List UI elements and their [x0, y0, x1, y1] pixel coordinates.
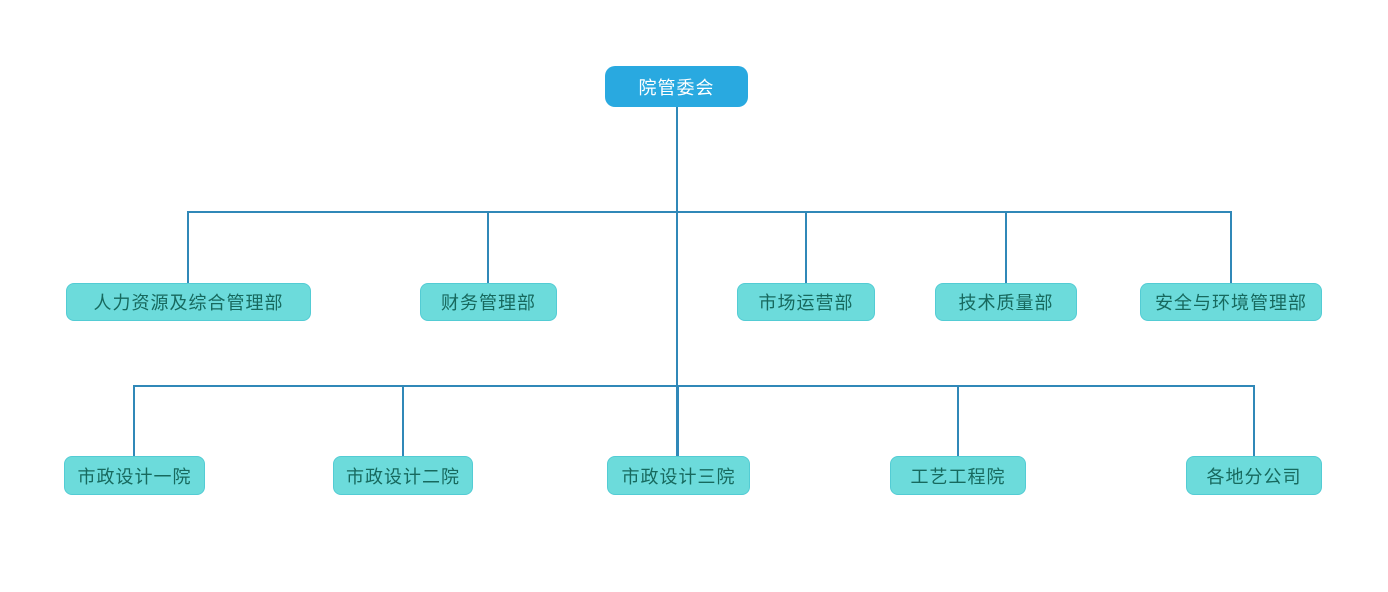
connector-drop-l2-2	[487, 211, 489, 283]
node-municipal-design-institute-3[interactable]: 市政设计三院	[607, 456, 750, 495]
node-root[interactable]: 院管委会	[605, 66, 748, 107]
node-branch-companies[interactable]: 各地分公司	[1186, 456, 1322, 495]
node-municipal-design-institute-2[interactable]: 市政设计二院	[333, 456, 473, 495]
node-municipal-design-institute-1[interactable]: 市政设计一院	[64, 456, 205, 495]
connector-drop-l3-4	[957, 385, 959, 456]
node-process-engineering-institute[interactable]: 工艺工程院	[890, 456, 1026, 495]
connector-trunk	[676, 107, 678, 456]
node-market-operations-dept[interactable]: 市场运营部	[737, 283, 875, 321]
connector-drop-l3-5	[1253, 385, 1255, 456]
connector-drop-l3-1	[133, 385, 135, 456]
node-safety-environment-dept[interactable]: 安全与环境管理部	[1140, 283, 1322, 321]
connector-drop-l2-5	[1230, 211, 1232, 283]
connector-drop-l2-3	[805, 211, 807, 283]
connector-bus-level3	[134, 385, 1255, 387]
node-technical-quality-dept[interactable]: 技术质量部	[935, 283, 1077, 321]
connector-bus-level2	[188, 211, 1232, 213]
node-finance-dept[interactable]: 财务管理部	[420, 283, 557, 321]
connector-drop-l2-1	[187, 211, 189, 283]
connector-drop-l2-4	[1005, 211, 1007, 283]
connector-drop-l3-2	[402, 385, 404, 456]
node-hr-general-admin-dept[interactable]: 人力资源及综合管理部	[66, 283, 311, 321]
connector-drop-l3-3	[677, 385, 679, 456]
